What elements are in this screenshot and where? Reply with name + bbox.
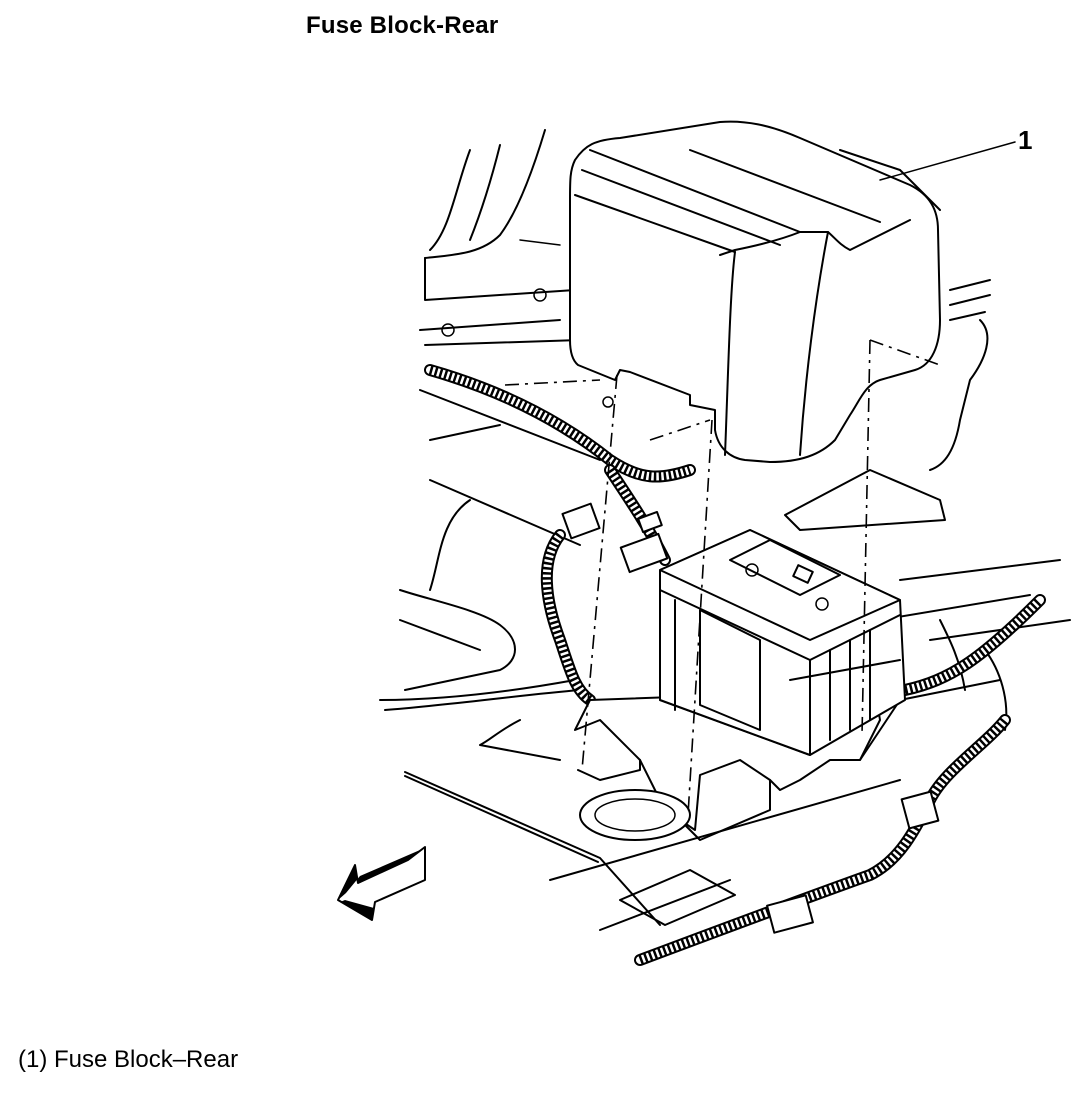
fuse-block-cover [569,120,941,463]
fuse-block-base [659,529,906,756]
alignment-lines [504,339,941,816]
mounting-bracket [574,689,881,841]
front-direction-arrow-icon [337,846,426,921]
legend-item-1: (1) Fuse Block–Rear [18,1046,239,1073]
callout-number-1: 1 [1018,125,1032,155]
legend: (1) Fuse Block–Rear [18,1046,238,1074]
wire-harnesses [424,364,1046,966]
callout-1: 1 [879,125,1032,181]
harness-connectors [561,502,940,934]
page-title: Fuse Block-Rear [306,12,499,39]
